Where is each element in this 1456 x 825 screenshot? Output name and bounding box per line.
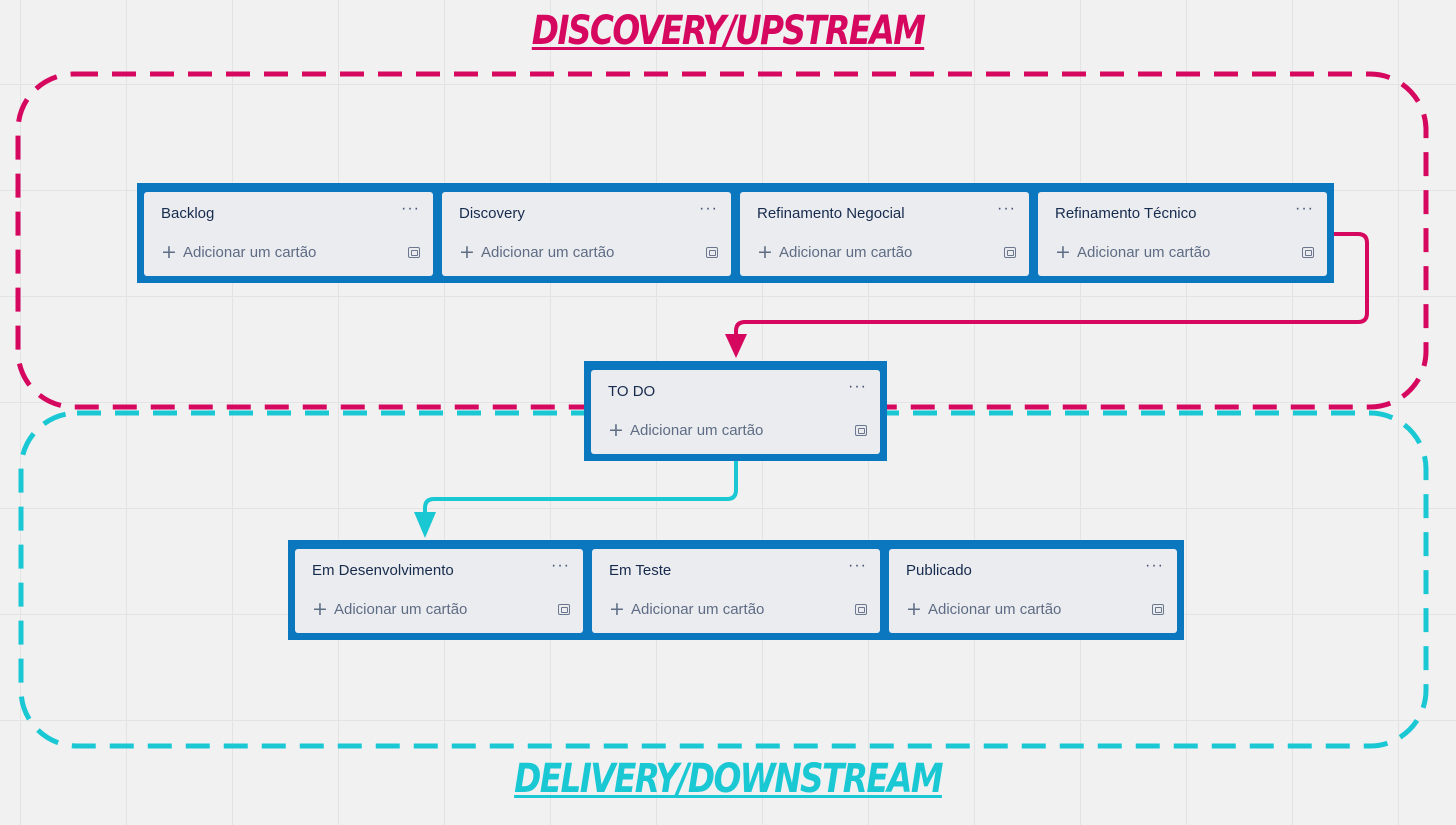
add-card-label: Adicionar um cartão [183,243,317,261]
list-em-desenvolvimento: Em Desenvolvimento ··· + Adicionar um ca… [295,549,583,633]
list-publicado: Publicado ··· + Adicionar um cartão [889,549,1177,633]
list-menu-icon[interactable]: ··· [1145,557,1164,574]
add-card-label: Adicionar um cartão [481,243,615,261]
add-card-button[interactable]: + Adicionar um cartão [161,242,420,262]
todo-to-downstream-arrow [423,461,738,518]
todo-board: TO DO ··· + Adicionar um cartão [584,361,887,461]
add-card-label: Adicionar um cartão [631,600,765,618]
add-card-label: Adicionar um cartão [334,600,468,618]
list-title: TO DO [608,383,656,400]
add-card-label: Adicionar um cartão [630,421,764,439]
upstream-heading: Discovery/Upstream [531,8,926,54]
card-template-icon[interactable] [855,603,867,615]
plus-icon: + [459,241,475,263]
plus-icon: + [608,419,624,441]
plus-icon: + [1055,241,1071,263]
list-title: Em Desenvolvimento [312,562,454,579]
list-menu-icon[interactable]: ··· [699,200,718,217]
plus-icon: + [906,598,922,620]
add-card-button[interactable]: + Adicionar um cartão [609,599,867,619]
card-template-icon[interactable] [706,246,718,258]
add-card-button[interactable]: + Adicionar um cartão [757,242,1016,262]
list-menu-icon[interactable]: ··· [401,200,420,217]
card-template-icon[interactable] [1152,603,1164,615]
list-menu-icon[interactable]: ··· [848,378,867,395]
add-card-button[interactable]: + Adicionar um cartão [312,599,570,619]
upstream-to-todo-arrow [734,232,1369,340]
add-card-label: Adicionar um cartão [928,600,1062,618]
list-todo: TO DO ··· + Adicionar um cartão [591,370,880,454]
downstream-board: Em Desenvolvimento ··· + Adicionar um ca… [288,540,1184,640]
plus-icon: + [161,241,177,263]
list-menu-icon[interactable]: ··· [1295,200,1314,217]
plus-icon: + [312,598,328,620]
plus-icon: + [609,598,625,620]
list-refinamento-negocial: Refinamento Negocial ··· + Adicionar um … [740,192,1029,276]
list-menu-icon[interactable]: ··· [848,557,867,574]
add-card-button[interactable]: + Adicionar um cartão [1055,242,1314,262]
card-template-icon[interactable] [855,424,867,436]
card-template-icon[interactable] [1004,246,1016,258]
upstream-to-todo-arrowhead [725,334,747,358]
list-title: Backlog [161,205,215,222]
list-title: Refinamento Negocial [757,205,905,222]
todo-to-downstream-arrowhead [414,512,436,538]
add-card-label: Adicionar um cartão [1077,243,1211,261]
card-template-icon[interactable] [408,246,420,258]
list-menu-icon[interactable]: ··· [551,557,570,574]
card-template-icon[interactable] [558,603,570,615]
list-title: Em Teste [609,562,672,579]
list-title: Publicado [906,562,972,579]
add-card-button[interactable]: + Adicionar um cartão [608,420,867,440]
list-menu-icon[interactable]: ··· [997,200,1016,217]
list-em-teste: Em Teste ··· + Adicionar um cartão [592,549,880,633]
upstream-board: Backlog ··· + Adicionar um cartão Discov… [137,183,1334,283]
list-refinamento-tecnico: Refinamento Técnico ··· + Adicionar um c… [1038,192,1327,276]
add-card-label: Adicionar um cartão [779,243,913,261]
card-template-icon[interactable] [1302,246,1314,258]
downstream-heading: Delivery/Downstream [514,756,943,802]
list-discovery: Discovery ··· + Adicionar um cartão [442,192,731,276]
list-title: Discovery [459,205,525,222]
add-card-button[interactable]: + Adicionar um cartão [459,242,718,262]
list-title: Refinamento Técnico [1055,205,1197,222]
list-backlog: Backlog ··· + Adicionar um cartão [144,192,433,276]
add-card-button[interactable]: + Adicionar um cartão [906,599,1164,619]
plus-icon: + [757,241,773,263]
